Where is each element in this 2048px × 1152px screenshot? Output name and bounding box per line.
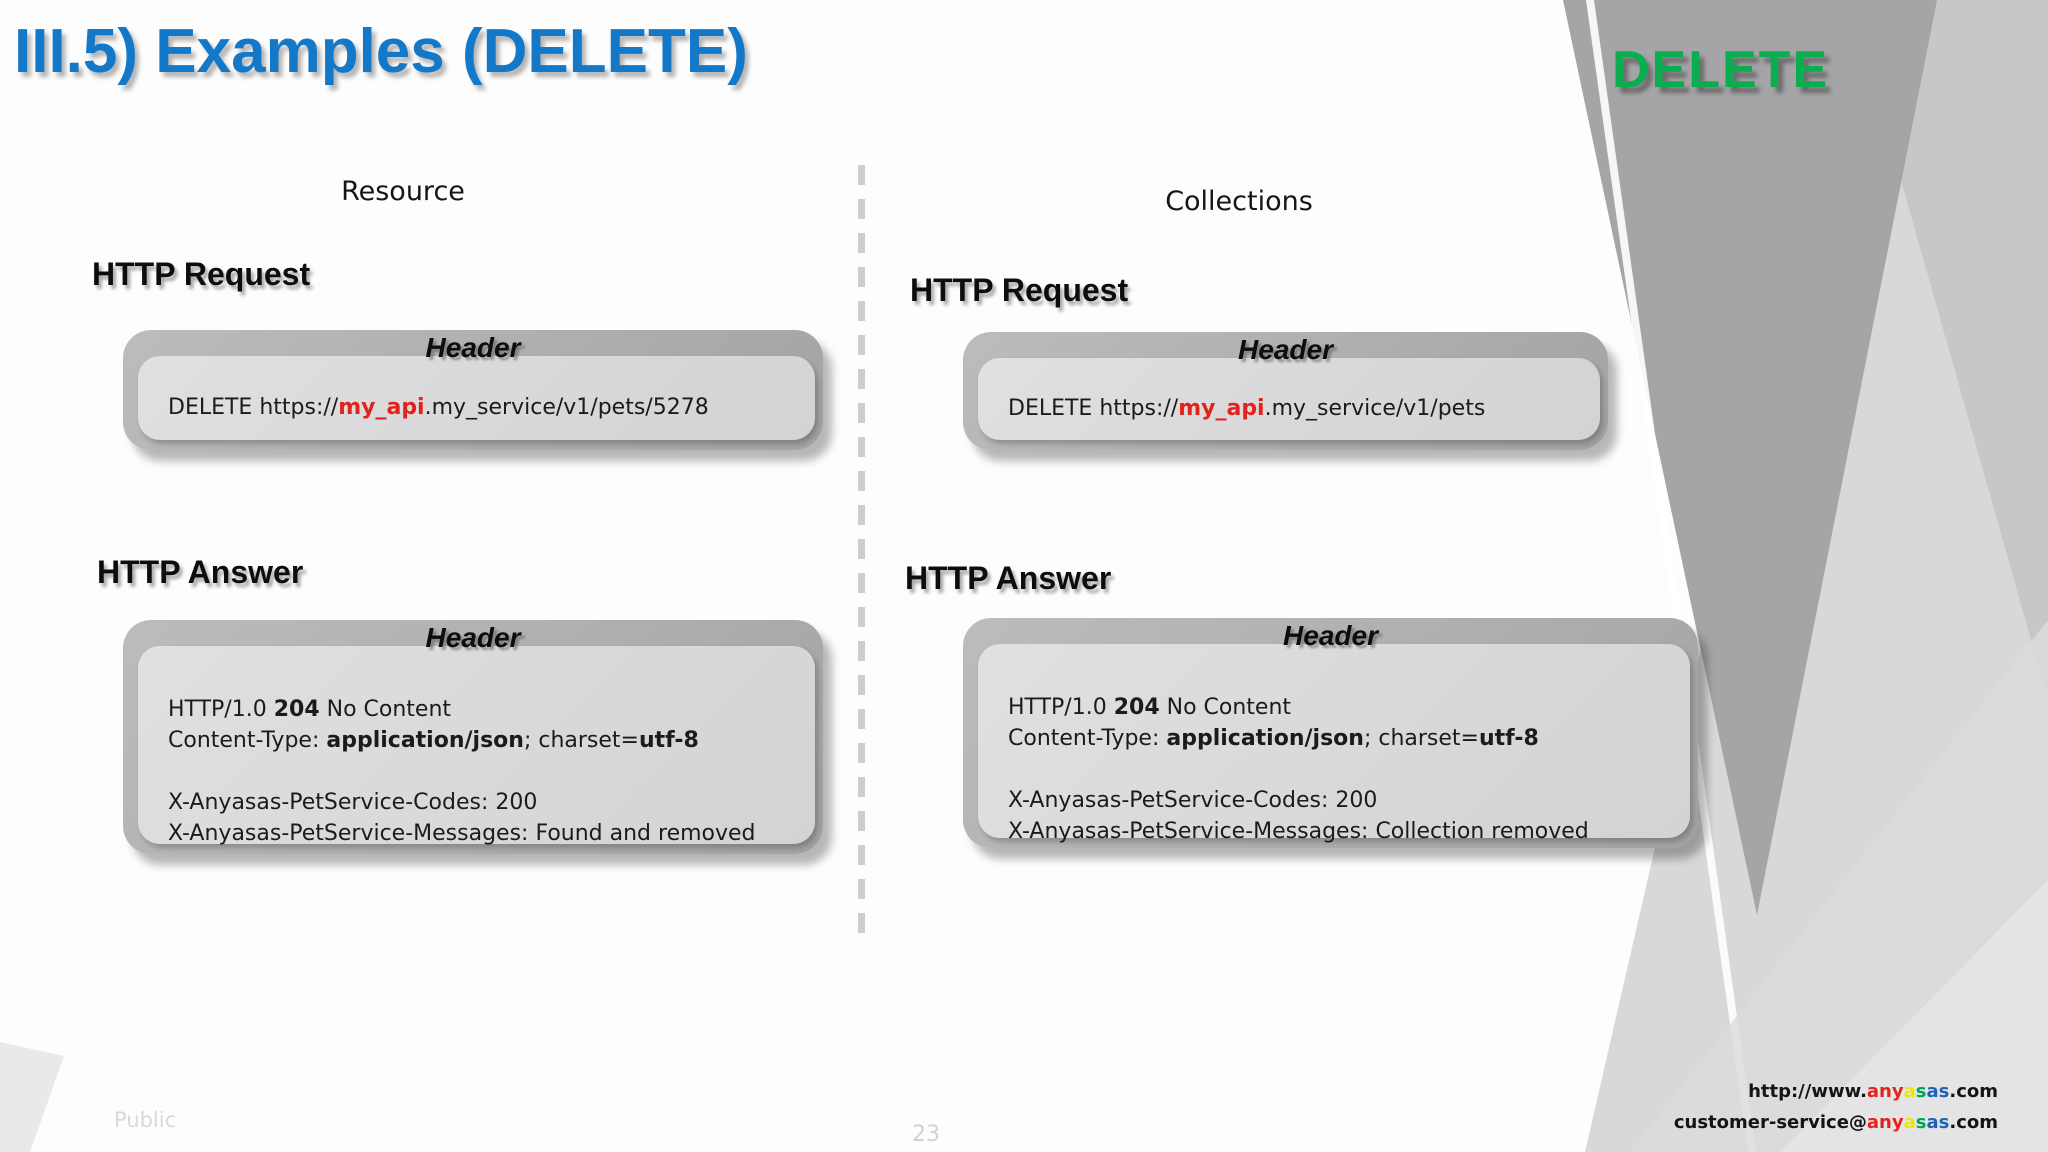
footer-contact-links: http://www.anyasas.com customer-service@… — [1674, 1076, 1998, 1138]
http-answer-heading-resource: HTTP Answer — [97, 554, 304, 590]
header-box-title: Header — [425, 332, 521, 363]
request-header-box-resource: Header DELETE https://my_api.my_service/… — [123, 330, 823, 450]
column-label-resource: Resource — [341, 176, 465, 207]
method-tag: DELETE — [1612, 41, 1830, 99]
answer-line: X-Anyasas-PetService-Codes: 200 — [168, 790, 538, 815]
http-request-heading-resource: HTTP Request — [92, 256, 311, 292]
answer-line: X-Anyasas-PetService-Messages: Collectio… — [1008, 819, 1589, 844]
header-box-title: Header — [1238, 334, 1333, 365]
answer-line: Content-Type: application/json; charset=… — [1008, 726, 1539, 751]
answer-line: X-Anyasas-PetService-Codes: 200 — [1008, 788, 1378, 813]
classification-label: Public — [114, 1108, 177, 1132]
answer-line: HTTP/1.0 204 No Content — [168, 697, 452, 722]
request-line-resource: DELETE https://my_api.my_service/v1/pets… — [168, 394, 709, 420]
header-box-title: Header — [425, 622, 521, 653]
answer-line: HTTP/1.0 204 No Content — [1008, 695, 1292, 720]
request-header-box-collections: Header DELETE https://my_api.my_service/… — [963, 332, 1608, 450]
page-number: 23 — [912, 1122, 940, 1147]
request-box-body: DELETE https://my_api.my_service/v1/pets… — [138, 356, 815, 440]
request-box-body: DELETE https://my_api.my_service/v1/pets — [978, 358, 1600, 440]
column-label-collections: Collections — [1165, 186, 1313, 217]
answer-line — [168, 756, 805, 787]
http-answer-heading-collections: HTTP Answer — [905, 560, 1112, 596]
header-box-title: Header — [1283, 620, 1378, 651]
answer-line: X-Anyasas-PetService-Messages: Found and… — [168, 821, 756, 846]
answer-line: Content-Type: application/json; charset=… — [168, 728, 699, 753]
page-title: III.5) Examples (DELETE) — [14, 17, 748, 86]
email-link: customer-service@anyasas.com — [1673, 1112, 1998, 1133]
column-divider-dashed — [858, 165, 865, 945]
answer-line — [1008, 754, 1680, 785]
website-link: http://www.anyasas.com — [1748, 1081, 1998, 1102]
request-line-collections: DELETE https://my_api.my_service/v1/pets — [1008, 395, 1486, 421]
http-request-heading-collections: HTTP Request — [910, 272, 1129, 308]
